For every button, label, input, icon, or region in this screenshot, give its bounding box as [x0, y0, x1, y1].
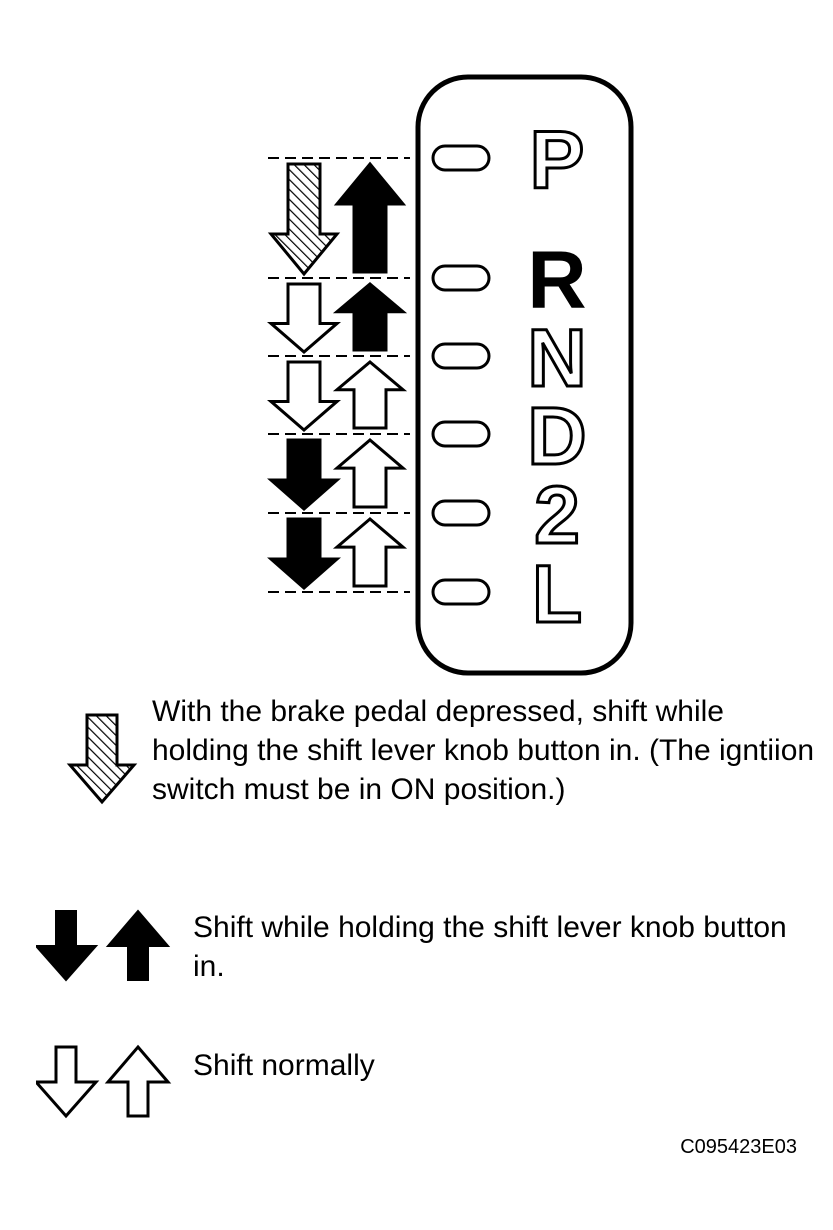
gear-position-p: P: [530, 115, 585, 206]
open-up-arrow-icon: [332, 360, 408, 430]
detent-slot: [431, 578, 491, 606]
solid-down-arrow-icon: [267, 438, 341, 511]
legend-hatched-description: With the brake pedal depressed, shift wh…: [152, 695, 815, 806]
open-down-arrow-icon: [36, 1045, 100, 1119]
hatched-down-arrow-icon: [267, 162, 341, 277]
open-up-arrow-icon: [104, 1044, 172, 1118]
solid-down-arrow-icon: [36, 910, 99, 982]
open-up-arrow-icon: [332, 438, 408, 509]
open-up-arrow-icon: [332, 517, 408, 588]
open-down-arrow-icon: [266, 360, 342, 432]
gear-position-d: D: [527, 391, 586, 482]
legend-open-description: Shift normally: [193, 1049, 375, 1082]
detent-slot: [431, 264, 491, 292]
gear-position-n: N: [527, 313, 586, 404]
solid-down-arrow-icon: [267, 517, 341, 590]
detent-slot: [431, 420, 491, 448]
gear-position-2: 2: [534, 470, 580, 561]
solid-up-arrow-icon: [105, 909, 171, 981]
open-down-arrow-icon: [266, 282, 342, 354]
figure-code: C095423E03: [680, 1136, 797, 1158]
detent-slot: [431, 144, 491, 172]
solid-arrows-icon: [36, 909, 171, 982]
gear-position-r: R: [527, 235, 586, 326]
solid-up-arrow-icon: [332, 282, 408, 352]
hatched-down-arrow-icon: [66, 713, 138, 805]
legend-solid-description: Shift while holding the shift lever knob…: [193, 911, 787, 983]
gear-position-l: L: [532, 549, 582, 640]
detent-slot: [431, 499, 491, 527]
solid-up-arrow-icon: [333, 161, 407, 274]
open-arrows-icon: [36, 1044, 172, 1119]
detent-slot: [431, 342, 491, 370]
